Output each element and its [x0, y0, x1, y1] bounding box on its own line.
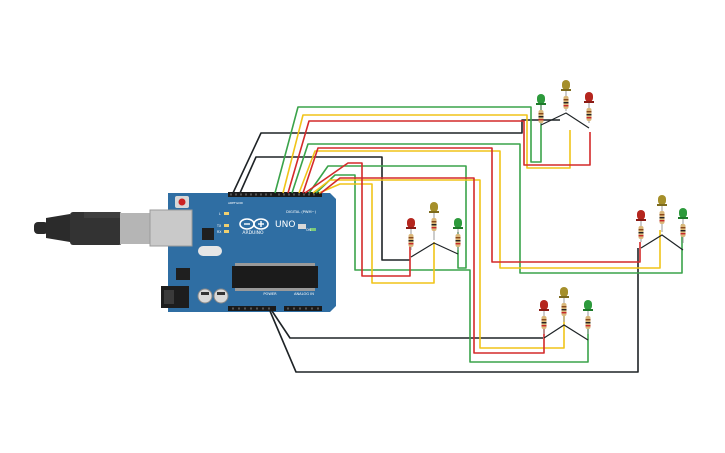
tx-led [224, 224, 229, 227]
atmega-chip [232, 266, 318, 288]
crystal [198, 246, 222, 256]
wire-red-low[interactable] [320, 177, 545, 354]
led-yellow[interactable] [429, 202, 439, 240]
led-red[interactable] [539, 300, 549, 334]
traffic-light-top[interactable] [536, 80, 594, 129]
usb-jack [149, 209, 193, 247]
led-yellow[interactable] [561, 80, 571, 111]
analog-in-label: ANALOG IN [294, 292, 314, 296]
led-green[interactable] [453, 218, 463, 250]
wire-yellow-bottom[interactable] [318, 183, 435, 284]
usb-cable[interactable] [34, 212, 166, 245]
wire-yellow-top[interactable] [282, 114, 571, 194]
wires [232, 105, 683, 373]
traffic-light-bottom[interactable] [539, 287, 593, 341]
wire-yellow-mid[interactable] [298, 150, 661, 269]
l-label: L [219, 212, 221, 216]
power-label: POWER [263, 292, 277, 296]
rx-label: RX [217, 230, 222, 234]
ground-bus [543, 324, 589, 341]
traffic-light-middle-left[interactable] [406, 202, 463, 258]
led-green[interactable] [536, 94, 546, 125]
led-green[interactable] [583, 300, 593, 334]
ground-bus [540, 112, 590, 129]
led-green[interactable] [678, 208, 688, 243]
wire-green-low[interactable] [308, 165, 467, 269]
wire-green-top[interactable] [274, 105, 542, 194]
usb-cable-tail [34, 222, 48, 234]
ground-bus [410, 242, 459, 258]
wire-black-top[interactable] [232, 119, 560, 194]
analog-header[interactable] [284, 306, 322, 311]
wire-black-mid[interactable] [239, 156, 410, 261]
wire-red-bottom[interactable] [304, 162, 411, 277]
usb-strain-relief [46, 214, 70, 242]
brand-label: ARDUINO [242, 230, 264, 236]
led-yellow[interactable] [559, 287, 569, 322]
on-led [310, 228, 316, 231]
capacitor-1 [197, 288, 213, 304]
wire-black-right[interactable] [269, 248, 639, 373]
arduino-logo [239, 218, 269, 230]
header-pins [230, 193, 319, 310]
wire-yellow-low[interactable] [312, 179, 565, 349]
wire-red-mid[interactable] [302, 147, 641, 263]
traffic-light-right[interactable] [636, 195, 688, 251]
usb-plug-body [70, 212, 122, 245]
capacitor-2 [213, 288, 229, 304]
aref-label: AREF [228, 201, 236, 205]
wire-red-top[interactable] [287, 120, 591, 194]
tx-label: TX [216, 224, 222, 228]
on-label: ON [306, 228, 312, 232]
l-led [224, 212, 229, 215]
small-chip [176, 268, 190, 280]
wire-green-mid[interactable] [291, 143, 683, 274]
ground-bus [640, 234, 684, 251]
regulator-chip [202, 228, 214, 240]
arduino-uno-board[interactable]: ARDUINO UNO DIGITAL (PWM~) L TX RX ON PO… [149, 192, 336, 312]
led-red[interactable] [406, 218, 416, 250]
usb-connector-metal [120, 213, 152, 244]
atmega-pins [235, 263, 315, 291]
led-yellow[interactable] [657, 195, 667, 232]
digital-label: DIGITAL (PWM~) [286, 210, 316, 214]
gnd-label: GND [236, 201, 244, 205]
rx-led [224, 230, 229, 233]
led-red[interactable] [584, 92, 594, 123]
wire-green-bottom[interactable] [315, 174, 589, 363]
wire-black-bottom[interactable] [271, 310, 543, 339]
led-red[interactable] [636, 210, 646, 242]
model-label: UNO [275, 220, 295, 230]
